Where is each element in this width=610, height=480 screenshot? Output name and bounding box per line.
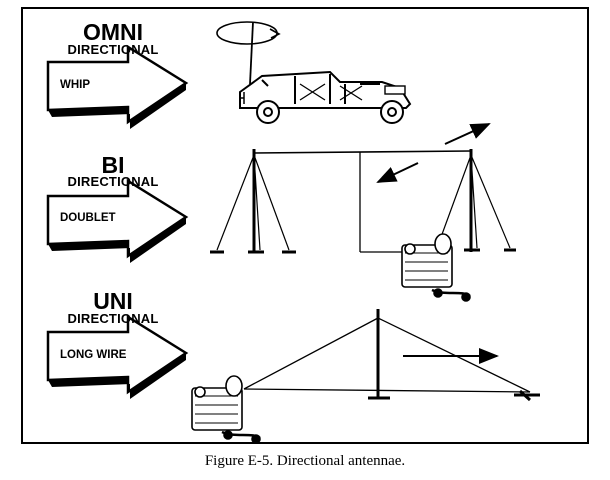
uni-subtitle: DIRECTIONAL: [67, 311, 159, 326]
whip-antenna: [249, 21, 254, 85]
rotation-icon: [216, 21, 281, 45]
uni-title: UNI: [93, 288, 133, 314]
bi-title: BI: [101, 152, 125, 178]
bi-subtitle: DIRECTIONAL: [67, 174, 159, 189]
direction-arrow-down: [376, 162, 419, 183]
vehicle-icon: [239, 70, 412, 124]
long-wire-arrow: [46, 314, 189, 399]
figure-caption: Figure E-5. Directional antennae.: [204, 453, 406, 469]
doublet-label: DOUBLET: [60, 212, 116, 224]
long-wire-label: LONG WIRE: [60, 349, 127, 361]
long-wire-antenna: [243, 309, 540, 402]
radio-set-icon: [401, 233, 471, 302]
whip-label: WHIP: [60, 79, 91, 91]
doublet-arrow: [46, 178, 189, 263]
doublet-antenna: [210, 149, 516, 254]
radio-set-icon-2: [191, 375, 261, 444]
whip-arrow: [46, 44, 189, 129]
omni-title: OMNI: [82, 19, 144, 45]
figure-frame: [21, 7, 589, 444]
omni-subtitle: DIRECTIONAL: [67, 42, 159, 57]
direction-arrow-up: [444, 123, 491, 145]
